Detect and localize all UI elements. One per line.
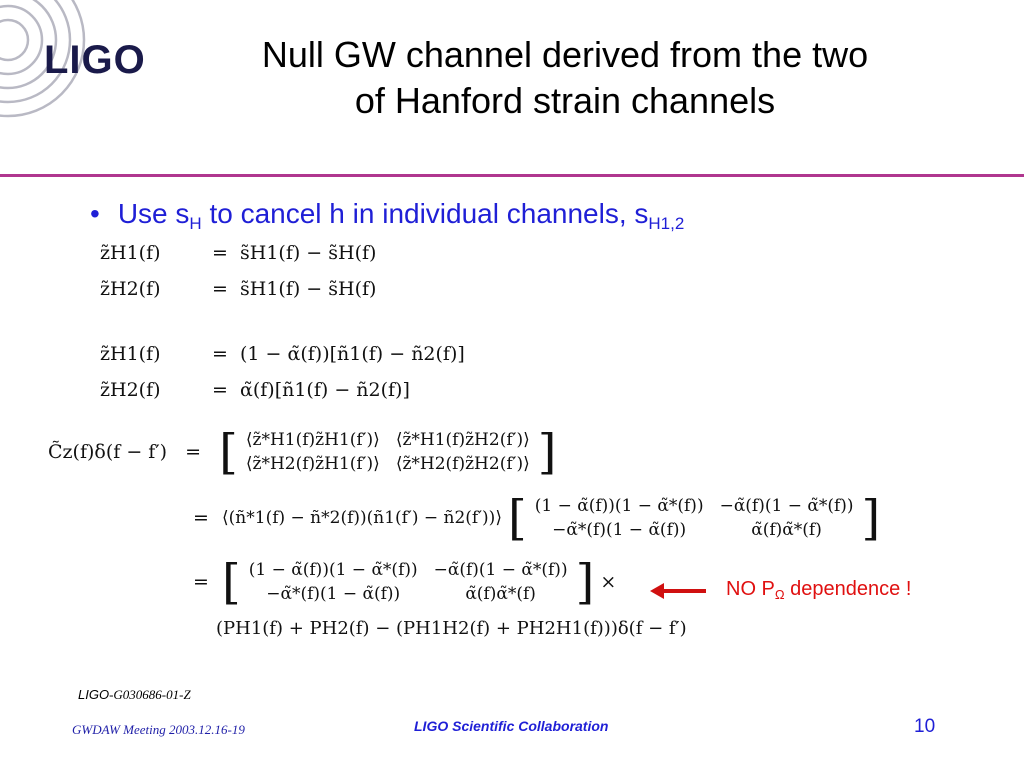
ligo-logo: LIGO — [44, 38, 146, 82]
equation-3: z̃H1(f)=(1 − α̃(f))[ñ1(f) − ñ2(f)] — [100, 343, 465, 365]
meeting-label: GWDAW Meeting 2003.12.16-19 — [72, 722, 245, 737]
page-number: 10 — [914, 716, 936, 737]
bullet-marker: • — [90, 198, 100, 229]
bullet-point: • Use sH to cancel h in individual channe… — [90, 198, 684, 234]
equation-2: z̃H2(f)=s̃H1(f) − s̃H(f) — [100, 278, 377, 300]
bullet-sub-b: H1,2 — [648, 214, 685, 233]
equation-5: C̃z(f)δ(f − f′) = [ ⟨z̃*H1(f)z̃H1(f′)⟩⟨z… — [48, 424, 557, 480]
dependence-note: NO PΩ dependence ! — [726, 578, 912, 602]
equation-4: z̃H2(f)=α̃(f)[ñ1(f) − ñ2(f)] — [100, 379, 410, 401]
ligo-logo-arcs — [0, 0, 86, 118]
right-bracket: ] — [537, 424, 557, 480]
title-line-2: of Hanford strain channels — [354, 80, 776, 121]
left-bracket: [ — [219, 424, 238, 480]
title-divider — [0, 174, 1024, 177]
equation-1: z̃H1(f)=s̃H1(f) − s̃H(f) — [100, 242, 377, 264]
equation-7: = [ (1 − α̃(f))(1 − α̃*(f))−α̃(f)(1 − α̃… — [193, 554, 617, 610]
slide-title: Null GW channel derived from the two of … — [150, 32, 980, 124]
equation-8: (PH1(f) + PH2(f) − (PH1H2(f) + PH2H1(f))… — [216, 618, 687, 639]
matrix-7: (1 − α̃(f))(1 − α̃*(f))−α̃(f)(1 − α̃*(f)… — [248, 560, 568, 604]
title-line-1: Null GW channel derived from the two — [261, 34, 869, 75]
collaboration-label: LIGO Scientific Collaboration — [414, 718, 609, 734]
equation-6: = ⟨(ñ*1(f) − ñ*2(f))(ñ1(f′) − ñ2(f′))⟩ [… — [193, 490, 881, 546]
matrix-6: (1 − α̃(f))(1 − α̃*(f))−α̃(f)(1 − α̃*(f)… — [534, 496, 854, 540]
matrix-5: ⟨z̃*H1(f)z̃H1(f′)⟩⟨z̃*H1(f)z̃H2(f′)⟩ ⟨z̃… — [245, 430, 530, 474]
document-id: LIGO-G030686-01-Z — [78, 687, 191, 702]
bullet-sub-a: H — [189, 214, 202, 233]
bullet-text-b: to cancel h in individual channels, s — [201, 198, 649, 229]
bullet-text-a: Use s — [117, 198, 190, 229]
red-arrow-icon — [650, 583, 706, 599]
